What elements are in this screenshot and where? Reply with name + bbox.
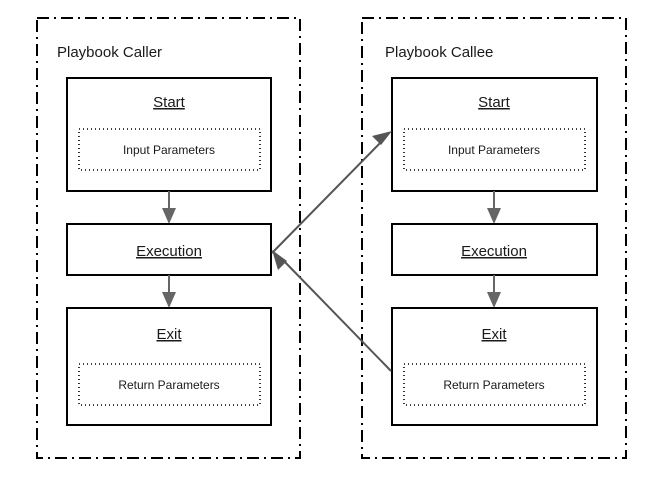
node-caller-start-inner-label: Input Parameters [123,143,215,157]
arrow-callee-start-to-execution [487,191,501,224]
node-callee-execution[interactable]: Execution [391,223,598,276]
panel-callee: Playbook Callee Start Input Parameters E… [361,17,627,459]
panel-callee-title: Playbook Callee [385,44,493,61]
node-callee-start-inner-label: Input Parameters [448,143,540,157]
node-callee-execution-title: Execution [461,243,527,260]
panel-caller-border [36,17,301,459]
arrow-caller-start-to-execution [162,191,176,224]
node-callee-execution-box[interactable] [391,223,598,276]
node-caller-start-inner-box [78,128,261,171]
arrow-call-return [272,250,392,372]
panel-callee-border [361,17,627,459]
arrow-call-invocation-head [372,131,392,145]
node-caller-start[interactable]: Start Input Parameters [66,77,272,192]
node-callee-start-box[interactable] [391,77,598,192]
node-caller-execution-title: Execution [136,243,202,260]
panel-caller: Playbook Caller Start Input Parameters E… [36,17,301,459]
node-callee-start-inner-box [403,128,586,171]
node-callee-exit-inner-box [403,363,586,406]
node-caller-exit-title: Exit [156,326,182,343]
arrow-callee-execution-to-exit [487,275,501,308]
arrow-caller-execution-to-exit [162,275,176,308]
arrow-call-invocation [271,131,392,254]
node-callee-start-title: Start [478,94,511,111]
node-callee-exit-inner-label: Return Parameters [443,378,544,392]
node-callee-start[interactable]: Start Input Parameters [391,77,598,192]
node-caller-execution[interactable]: Execution [66,223,272,276]
node-caller-exit-inner-box [78,363,261,406]
arrow-call-return-head [272,250,287,270]
panel-caller-title: Playbook Caller [57,44,162,61]
node-caller-exit[interactable]: Exit Return Parameters [66,307,272,426]
node-callee-exit[interactable]: Exit Return Parameters [391,307,598,426]
node-callee-exit-title: Exit [481,326,507,343]
node-caller-start-title: Start [153,94,186,111]
node-caller-exit-inner-label: Return Parameters [118,378,219,392]
